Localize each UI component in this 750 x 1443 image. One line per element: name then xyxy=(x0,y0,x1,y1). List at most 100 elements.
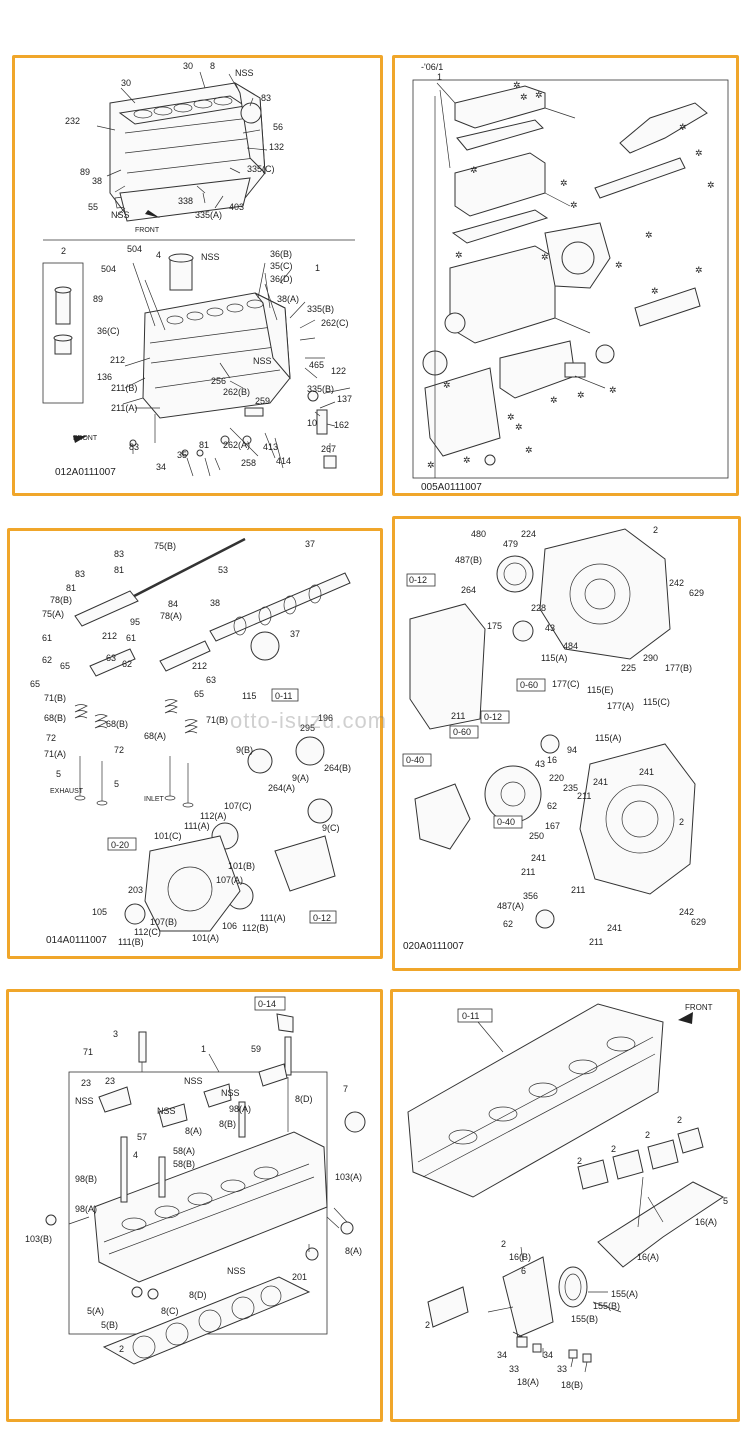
label-ref-0-60-b: 0-60 xyxy=(453,727,471,737)
label-71b-a: 71(B) xyxy=(44,693,66,703)
label-date-range: -'06/1 xyxy=(421,62,443,72)
panel-cylinder-head: 0-14 3 1 59 71 23 23 NSS NSS 7 NSS 98(A)… xyxy=(6,989,383,1422)
label-ref-0-12-a: 0-12 xyxy=(409,575,427,585)
label-2-e: 2 xyxy=(501,1239,506,1249)
label-56: 56 xyxy=(273,122,283,132)
label-34a: 34 xyxy=(497,1350,507,1360)
label-290: 290 xyxy=(643,653,658,663)
label-211c: 211 xyxy=(521,867,535,877)
label-111a-top: 111(A) xyxy=(184,821,210,831)
svg-text:✲: ✲ xyxy=(463,455,471,465)
label-71b-b: 71(B) xyxy=(206,715,228,725)
label-nss-a: NSS xyxy=(184,1076,203,1086)
label-30a: 30 xyxy=(121,78,131,88)
label-53: 53 xyxy=(218,565,228,575)
label-81a: 81 xyxy=(114,565,124,575)
label-62b: 62 xyxy=(503,919,513,929)
label-57: 57 xyxy=(137,1132,147,1142)
label-103b: 103(B) xyxy=(25,1234,52,1244)
label-84: 84 xyxy=(168,599,178,609)
label-4-head: 4 xyxy=(133,1150,138,1160)
label-155b-b: 155(B) xyxy=(571,1314,598,1324)
label-242-low: 242 xyxy=(679,907,694,917)
label-1-kit: 1 xyxy=(437,72,442,82)
label-9c: 9(C) xyxy=(322,823,340,833)
label-225: 225 xyxy=(621,663,636,673)
label-5b: 5(B) xyxy=(101,1320,118,1330)
label-479: 479 xyxy=(503,539,518,549)
exhaust-manifold-diagram: FRONT 0-11 2 2 2 2 5 16(A) 2 16(B) 6 16(… xyxy=(407,1003,728,1390)
flywheel-housing-diagram: 480 224 2 479 487(B) 0-12 264 228 242 62… xyxy=(402,525,706,952)
label-2-a: 2 xyxy=(677,1115,682,1125)
label-9a: 9(A) xyxy=(292,773,309,783)
label-241a: 241 xyxy=(593,777,608,787)
label-220: 220 xyxy=(549,773,564,783)
panel-flywheel-housing: 480 224 2 479 487(B) 0-12 264 228 242 62… xyxy=(392,516,741,971)
label-101c: 101(C) xyxy=(154,831,182,841)
label-89: 89 xyxy=(80,167,90,177)
label-8d-low: 8(D) xyxy=(189,1290,207,1300)
label-8d-top: 8(D) xyxy=(295,1094,313,1104)
label-89b: 89 xyxy=(93,294,103,304)
label-38a: 38(A) xyxy=(277,294,299,304)
label-267: 267 xyxy=(321,444,336,454)
label-414: 414 xyxy=(276,456,291,466)
label-33a: 33 xyxy=(509,1364,519,1374)
svg-text:✲: ✲ xyxy=(695,148,703,158)
svg-text:✲: ✲ xyxy=(707,180,715,190)
label-75b: 75(B) xyxy=(154,541,176,551)
label-112c: 112(C) xyxy=(134,927,161,937)
label-136: 136 xyxy=(97,372,112,382)
label-504a: 504 xyxy=(127,244,142,254)
label-75a: 75(A) xyxy=(42,609,64,619)
label-1: 1 xyxy=(315,263,320,273)
label-front-top: FRONT xyxy=(135,227,160,234)
label-2-c: 2 xyxy=(611,1144,616,1154)
label-37b: 37 xyxy=(290,629,300,639)
label-106: 106 xyxy=(222,921,237,931)
label-68b-b: 68(B) xyxy=(106,719,128,729)
label-ref-0-40-b: 0-40 xyxy=(497,817,515,827)
label-335b-top: 335(B) xyxy=(307,304,334,314)
label-115c: 115(C) xyxy=(643,697,670,707)
label-250: 250 xyxy=(529,831,544,841)
label-16a-b: 16(A) xyxy=(637,1252,659,1262)
label-262c: 262(C) xyxy=(321,318,349,328)
label-23a: 23 xyxy=(81,1078,91,1088)
svg-text:✲: ✲ xyxy=(560,178,568,188)
label-264b: 264(B) xyxy=(324,763,351,773)
valve-train-diagram: 75(B) 83 81 83 53 37 81 78(B) 75(A) 78(A… xyxy=(30,537,351,947)
label-175: 175 xyxy=(487,621,502,631)
svg-text:✲: ✲ xyxy=(515,422,523,432)
label-65b: 65 xyxy=(30,679,40,689)
svg-text:✲: ✲ xyxy=(507,412,515,422)
label-68b-a: 68(B) xyxy=(44,713,66,723)
svg-text:✲: ✲ xyxy=(520,92,528,102)
label-103a: 103(A) xyxy=(335,1172,362,1182)
label-16: 16 xyxy=(547,755,557,765)
label-155b-a: 155(B) xyxy=(593,1301,620,1311)
diagram-code-012: 012A0111007 xyxy=(55,467,116,478)
panel-cylinder-block: 30 30 8 NSS 83 232 56 132 89 38 335(C) 3… xyxy=(12,55,383,496)
label-3: 3 xyxy=(113,1029,118,1039)
label-5a: 5(A) xyxy=(87,1306,104,1316)
label-115a-a: 115(A) xyxy=(541,653,567,663)
label-107a: 107(A) xyxy=(216,875,243,885)
label-212b: 212 xyxy=(192,661,207,671)
svg-text:✲: ✲ xyxy=(609,385,617,395)
label-629-top: 629 xyxy=(689,588,704,598)
label-nss-top: NSS xyxy=(235,68,254,78)
label-ref-0-12-b: 0-12 xyxy=(484,712,502,722)
label-33b: 33 xyxy=(557,1364,567,1374)
label-34: 34 xyxy=(156,462,166,472)
label-nss-mid: NSS xyxy=(111,210,130,220)
label-10: 10 xyxy=(307,418,317,428)
label-256: 256 xyxy=(211,376,226,386)
svg-text:✲: ✲ xyxy=(470,165,478,175)
svg-text:✲: ✲ xyxy=(570,200,578,210)
label-112a: 112(A) xyxy=(200,811,226,821)
label-83-low: 83 xyxy=(129,442,139,452)
svg-text:✲: ✲ xyxy=(695,265,703,275)
label-107c: 107(C) xyxy=(224,801,252,811)
label-211a: 211(A) xyxy=(111,403,137,413)
